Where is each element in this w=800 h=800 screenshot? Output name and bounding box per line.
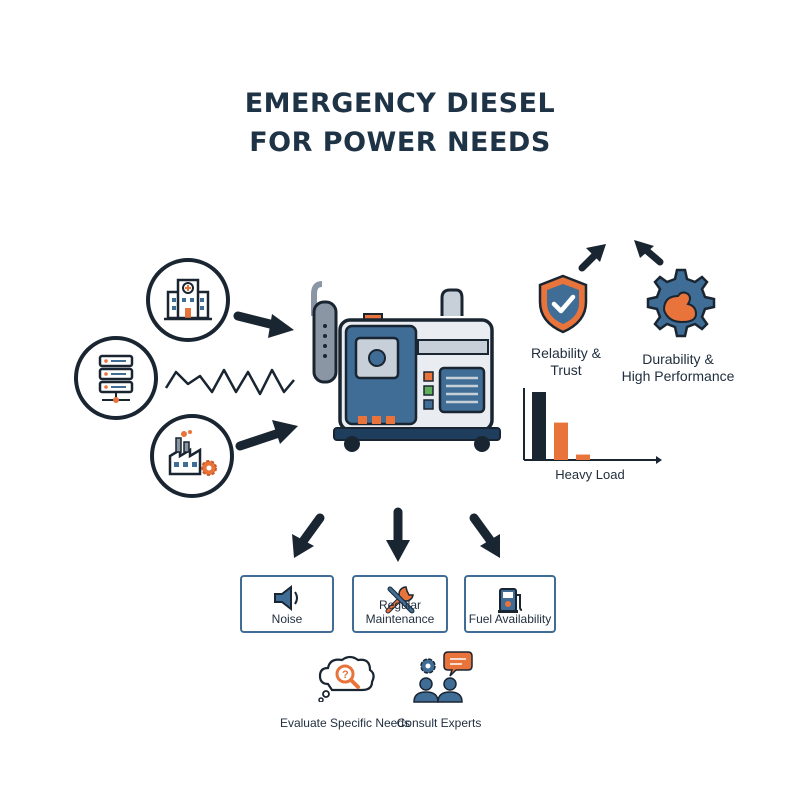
load-bar-3 bbox=[576, 454, 590, 460]
fuel-pump-icon bbox=[498, 588, 523, 613]
heavy-load-label: Heavy Load bbox=[555, 467, 625, 482]
title-line-1: EMERGENCY DIESEL bbox=[244, 88, 556, 119]
chart-x-arrow bbox=[656, 456, 662, 464]
fuel-label: Fuel Availability bbox=[468, 612, 552, 626]
server-circle bbox=[74, 336, 158, 420]
noise-box: Noise bbox=[240, 575, 334, 633]
reliability-line-2: Trust bbox=[550, 362, 582, 378]
consult-label: Consult Experts bbox=[396, 716, 482, 730]
hospital-circle bbox=[146, 258, 230, 342]
reliability-label: Relability & Trust bbox=[516, 345, 616, 379]
heavy-load-chart bbox=[523, 388, 662, 464]
gear-muscle-icon bbox=[646, 268, 716, 338]
durability-line-2: High Performance bbox=[621, 368, 735, 384]
durability-label: Durability & High Performance bbox=[616, 351, 740, 385]
experts-icon bbox=[413, 651, 473, 703]
svg-text:?: ? bbox=[342, 669, 349, 681]
factory-icon bbox=[168, 430, 217, 476]
fuel-box: Fuel Availability bbox=[464, 575, 556, 633]
speaker-icon bbox=[274, 584, 298, 612]
load-bar-1 bbox=[532, 392, 546, 460]
shield-check-icon bbox=[538, 274, 588, 334]
load-bar-2 bbox=[554, 422, 568, 460]
reliability-line-1: Relability & bbox=[530, 345, 602, 361]
durability-line-1: Durability & bbox=[642, 351, 714, 367]
evaluate-label: Evaluate Specific Needs bbox=[279, 716, 411, 730]
factory-circle bbox=[150, 414, 234, 498]
tools-icon bbox=[385, 586, 415, 614]
thought-search-icon: ? bbox=[318, 655, 375, 702]
maintenance-label: Regular Maintenance bbox=[365, 598, 435, 626]
hospital-icon bbox=[164, 278, 212, 321]
noise-label: Noise bbox=[271, 612, 303, 626]
server-icon bbox=[98, 354, 134, 403]
diesel-generator-illustration bbox=[311, 281, 501, 452]
title-line-2: FOR POWER NEEDS bbox=[249, 127, 551, 158]
maintenance-box: Regular Maintenance bbox=[352, 575, 448, 633]
